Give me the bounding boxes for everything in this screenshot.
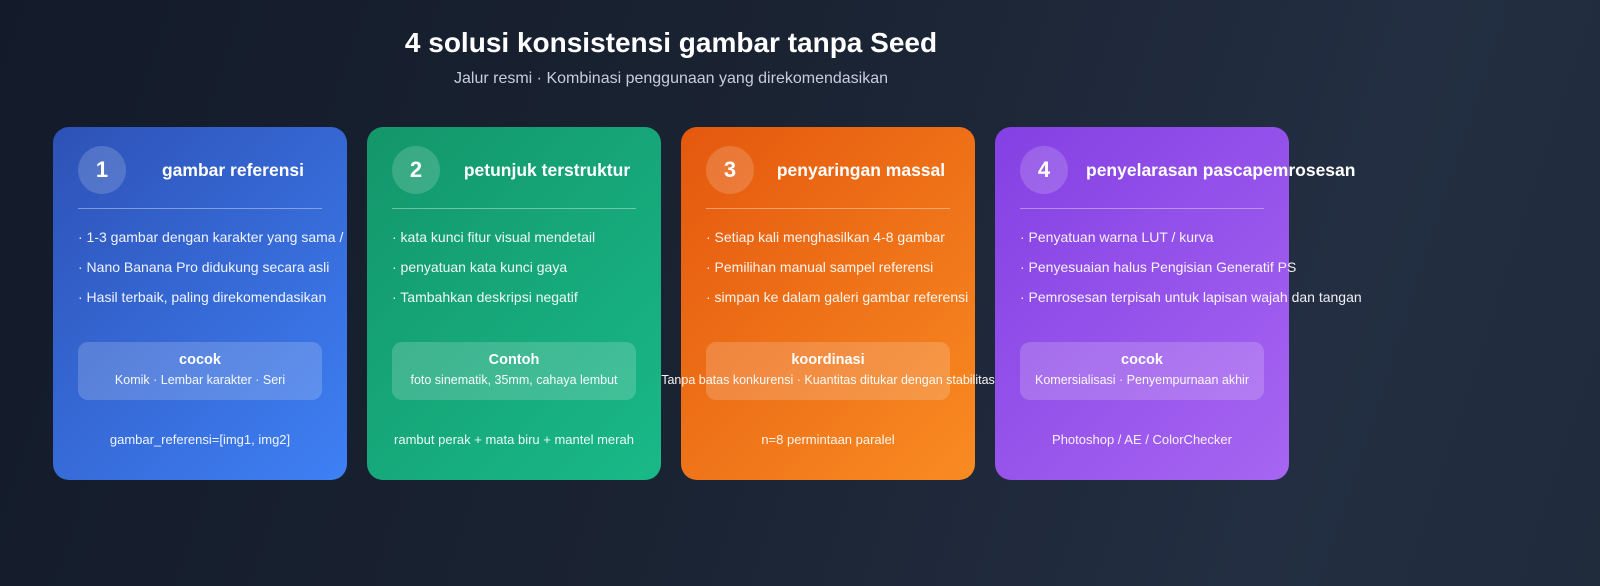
highlight-box-title: Contoh <box>488 352 540 368</box>
highlight-box-subtitle: Tanpa batas konkurensi · Kuantitas dituk… <box>661 373 995 387</box>
bullet-list: · 1-3 gambar dengan karakter yang sama /… <box>78 222 347 312</box>
bullet-item: · simpan ke dalam galeri gambar referens… <box>706 289 969 305</box>
highlight-box-title: cocok <box>179 352 221 368</box>
bullet-item: · 1-3 gambar dengan karakter yang sama /… <box>78 229 347 245</box>
card-number-badge: 2 <box>392 146 440 194</box>
bullet-item: · Pemilihan manual sampel referensi <box>706 259 934 275</box>
bullet-list: · kata kunci fitur visual mendetail · pe… <box>392 222 636 312</box>
card-footer-text: n=8 permintaan paralel <box>761 432 895 447</box>
card-petunjuk-terstruktur: 2 petunjuk terstruktur · kata kunci fitu… <box>367 127 661 480</box>
highlight-box-subtitle: foto sinematik, 35mm, cahaya lembut <box>410 373 618 387</box>
card-penyaringan-massal: 3 penyaringan massal · Setiap kali mengh… <box>661 127 995 480</box>
bullet-item: · Nano Banana Pro didukung secara asli <box>78 259 330 275</box>
bullet-item: · Hasil terbaik, paling direkomendasikan <box>78 289 327 305</box>
bullet-item: · Tambahkan deskripsi negatif <box>392 289 578 305</box>
card-title: petunjuk terstruktur <box>463 159 631 180</box>
bullet-item: · kata kunci fitur visual mendetail <box>392 229 596 245</box>
card-header: 4 penyelarasan pascapemrosesan <box>1020 146 1356 194</box>
card-header: 1 gambar referensi <box>78 146 322 194</box>
divider <box>392 208 636 209</box>
highlight-box: koordinasi Tanpa batas konkurensi · Kuan… <box>661 342 995 400</box>
divider <box>706 208 950 209</box>
bullet-item: · Penyatuan warna LUT / kurva <box>1020 229 1214 245</box>
card-header: 3 penyaringan massal <box>706 146 950 194</box>
bullet-list: · Setiap kali menghasilkan 4-8 gambar · … <box>706 222 969 312</box>
highlight-box: Contoh foto sinematik, 35mm, cahaya lemb… <box>392 342 636 400</box>
bullet-list: · Penyatuan warna LUT / kurva · Penyesua… <box>1020 222 1362 312</box>
card-footer-text: Photoshop / AE / ColorChecker <box>1052 432 1232 447</box>
card-gambar-referensi: 1 gambar referensi · 1-3 gambar dengan k… <box>53 127 347 480</box>
content-wrapper: 4 solusi konsistensi gambar tanpa Seed J… <box>53 0 1362 480</box>
highlight-box-title: cocok <box>1121 352 1163 368</box>
card-penyelarasan-pascapemrosesan: 4 penyelarasan pascapemrosesan · Penyatu… <box>995 127 1362 480</box>
card-number-badge: 3 <box>706 146 754 194</box>
card-title: penyaringan massal <box>776 159 946 180</box>
highlight-box-subtitle: Komik · Lembar karakter · Seri <box>114 373 286 387</box>
card-title: penyelarasan pascapemrosesan <box>1086 159 1356 180</box>
card-footer-text: gambar_referensi=[img1, img2] <box>109 432 291 447</box>
page-subtitle: Jalur resmi · Kombinasi penggunaan yang … <box>453 70 889 87</box>
card-number-badge: 1 <box>78 146 126 194</box>
highlight-box: cocok Komik · Lembar karakter · Seri <box>78 342 322 400</box>
highlight-box: cocok Komersialisasi · Penyempurnaan akh… <box>1020 342 1264 400</box>
divider <box>1020 208 1264 209</box>
divider <box>78 208 322 209</box>
bullet-item: · Setiap kali menghasilkan 4-8 gambar <box>706 229 945 245</box>
card-header: 2 petunjuk terstruktur <box>392 146 636 194</box>
page-title: 4 solusi konsistensi gambar tanpa Seed <box>404 27 938 58</box>
bullet-item: · Pemrosesan terpisah untuk lapisan waja… <box>1020 289 1362 305</box>
bullet-item: · Penyesuaian halus Pengisian Generatif … <box>1020 259 1297 275</box>
page-header: 4 solusi konsistensi gambar tanpa Seed J… <box>53 0 1289 90</box>
highlight-box-title: koordinasi <box>791 352 865 368</box>
solution-cards: 1 gambar referensi · 1-3 gambar dengan k… <box>53 127 1362 480</box>
card-title: gambar referensi <box>161 159 304 180</box>
highlight-box-subtitle: Komersialisasi · Penyempurnaan akhir <box>1035 373 1249 387</box>
bullet-item: · penyatuan kata kunci gaya <box>392 259 568 275</box>
card-footer-text: rambut perak + mata biru + mantel merah <box>394 432 634 447</box>
card-number-badge: 4 <box>1020 146 1068 194</box>
